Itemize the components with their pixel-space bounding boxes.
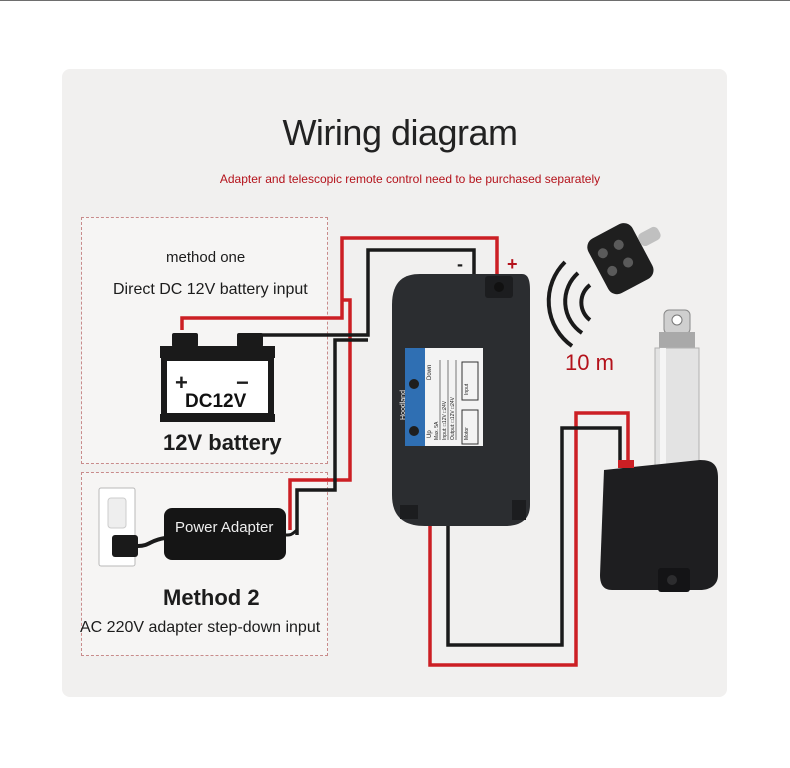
linear-actuator xyxy=(600,309,718,592)
method-two-heading: Method 2 xyxy=(163,585,260,610)
controller-up-label: Up xyxy=(427,430,433,438)
battery-icon xyxy=(160,333,275,422)
power-adapter-icon xyxy=(98,487,298,567)
controller-input-tag: Input xyxy=(464,383,470,395)
controller-spec-max: Max. 5A xyxy=(434,421,440,440)
method-one-heading: method one xyxy=(166,249,246,266)
controller-minus-label: - xyxy=(457,254,463,274)
battery-minus-sign: − xyxy=(236,370,249,395)
top-border xyxy=(0,0,790,1)
controller-down-label: Down xyxy=(427,364,433,380)
diagram-title: Wiring diagram xyxy=(282,112,518,153)
diagram-subtitle: Adapter and telescopic remote control ne… xyxy=(219,172,601,186)
battery-plus-sign: + xyxy=(175,370,188,395)
controller-spec-input: Input: □12V □24V xyxy=(442,400,448,440)
method-one-description: Direct DC 12V battery input xyxy=(113,281,308,298)
battery-dc-text: DC12V xyxy=(185,391,247,412)
battery-label: 12V battery xyxy=(163,430,282,455)
controller-plus-label: + xyxy=(507,254,518,274)
red-wires xyxy=(180,236,630,667)
method-two-description: AC 220V adapter step-down input xyxy=(80,619,321,636)
controller-box xyxy=(392,274,530,526)
controller-brand: Hoodland xyxy=(400,390,407,420)
remote-range-label: 10 m xyxy=(565,350,614,375)
signal-waves-icon xyxy=(546,260,592,348)
controller-motor-tag: Motor xyxy=(464,427,470,440)
power-adapter-text: Power Adapter xyxy=(175,519,274,536)
controller-spec-output: Output: □12V □24V xyxy=(450,396,456,440)
remote-icon xyxy=(587,223,661,295)
method-one-box xyxy=(81,217,328,464)
